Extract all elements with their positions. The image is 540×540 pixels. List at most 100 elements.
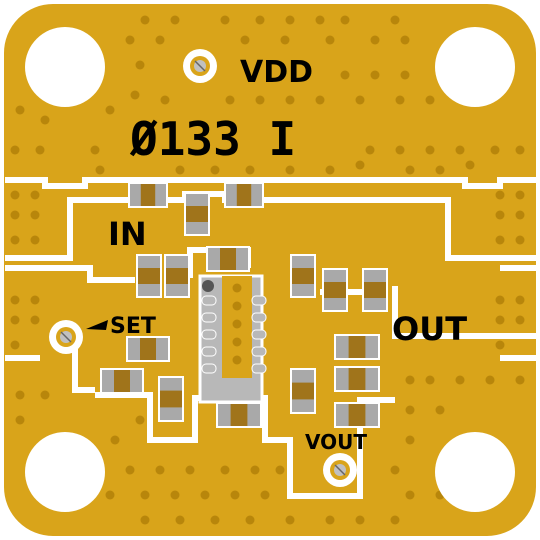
via (210, 515, 220, 525)
smd-component (290, 254, 316, 298)
via (355, 95, 365, 105)
via (425, 145, 435, 155)
ic-pin (201, 295, 217, 306)
via (325, 165, 335, 175)
via (155, 35, 165, 45)
via (15, 415, 25, 425)
via (15, 105, 25, 115)
via (340, 70, 350, 80)
via (135, 415, 145, 425)
via (285, 165, 295, 175)
via (225, 95, 235, 105)
via (395, 145, 405, 155)
ic-pin (251, 363, 267, 374)
ic-thermal-via (232, 301, 242, 311)
test-point-vdd[interactable] (183, 49, 217, 83)
via (495, 340, 505, 350)
via (515, 145, 525, 155)
via (370, 35, 380, 45)
via (245, 515, 255, 525)
via (400, 35, 410, 45)
smd-component (184, 192, 210, 236)
silk-vdd: VDD (240, 55, 313, 90)
mounting-hole-top-left (25, 27, 105, 107)
smd-component (126, 336, 170, 362)
mounting-hole-bottom-left (25, 432, 105, 512)
ic-pin (201, 363, 217, 374)
via (405, 405, 415, 415)
via (220, 15, 230, 25)
smd-component (100, 368, 144, 394)
via (125, 35, 135, 45)
smd-component (362, 268, 388, 312)
mounting-holes (25, 27, 515, 512)
via (245, 165, 255, 175)
ic-thermal-via (232, 319, 242, 329)
via (250, 465, 260, 475)
via (465, 160, 475, 170)
via (490, 145, 500, 155)
via (135, 60, 145, 70)
smd-component (206, 246, 250, 272)
via (390, 465, 400, 475)
via (515, 190, 525, 200)
via (355, 515, 365, 525)
via (495, 210, 505, 220)
silk-in: IN (108, 215, 147, 253)
via (10, 190, 20, 200)
via (170, 490, 180, 500)
via (255, 15, 265, 25)
via (140, 490, 150, 500)
via (405, 165, 415, 175)
via (130, 90, 140, 100)
smd-component (322, 268, 348, 312)
silk-vout: VOUT (305, 430, 367, 454)
smd-component (164, 254, 190, 298)
via (200, 490, 210, 500)
via (10, 145, 20, 155)
smd-component (334, 334, 380, 360)
ic-pin1-marker (202, 280, 214, 292)
via (365, 145, 375, 155)
ic-thermal-via (232, 337, 242, 347)
via (140, 15, 150, 25)
mounting-hole-bottom-right (435, 432, 515, 512)
via (175, 165, 185, 175)
via (285, 15, 295, 25)
via (10, 210, 20, 220)
via (495, 235, 505, 245)
via (105, 490, 115, 500)
smd-components (100, 182, 388, 428)
via (210, 165, 220, 175)
smd-component (224, 182, 264, 208)
via (390, 515, 400, 525)
via-field (10, 15, 525, 525)
via (515, 235, 525, 245)
ic-pin (251, 312, 267, 323)
via (30, 235, 40, 245)
via (405, 490, 415, 500)
ic-pin (201, 312, 217, 323)
via (155, 465, 165, 475)
via (280, 35, 290, 45)
via (325, 515, 335, 525)
test-points (49, 49, 357, 487)
ic-package (198, 274, 267, 404)
via (435, 165, 445, 175)
via (110, 435, 120, 445)
test-point-vout[interactable] (323, 453, 357, 487)
via (285, 95, 295, 105)
ic-thermal-via (232, 283, 242, 293)
smd-component (158, 376, 184, 422)
mounting-hole-top-right (435, 27, 515, 107)
via (105, 105, 115, 115)
via (140, 515, 150, 525)
via (30, 315, 40, 325)
via (325, 35, 335, 45)
smd-component (334, 366, 380, 392)
via (425, 375, 435, 385)
smd-component (128, 182, 168, 208)
test-point-set[interactable] (49, 320, 83, 354)
via (230, 490, 240, 500)
